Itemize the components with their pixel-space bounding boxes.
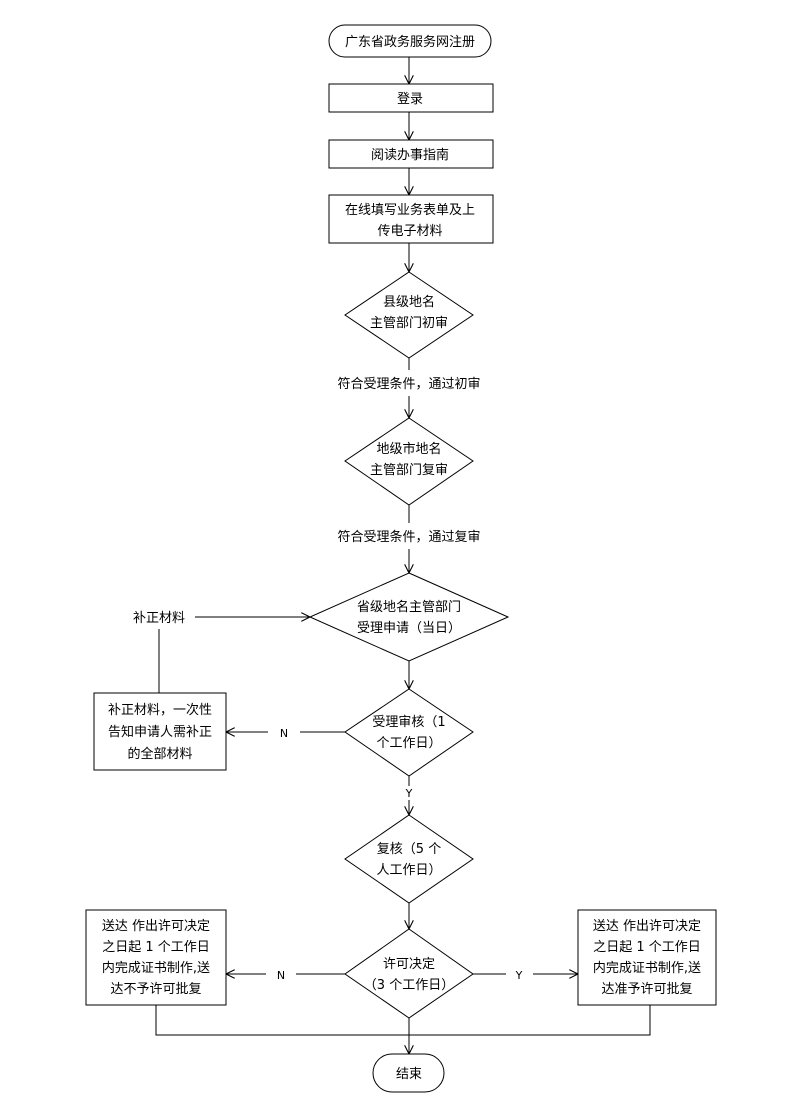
deliver-reject-line-3: 内完成证书制作,送 [102,960,210,976]
node-city-review: 地级市地名 主管部门复审 [344,417,474,506]
register-text: 广东省政务服务网注册 [345,34,475,50]
fill-form-line-2: 传电子材料 [377,224,442,239]
line-approve-down [409,1005,651,1036]
decision-n-label: N [277,969,285,982]
pass-review-label: 符合受理条件，通过复审 [337,529,480,545]
node-login: 登录 [328,83,494,113]
accept-check-line-2: 个工作日） [376,736,441,751]
deliver-reject-line-1: 送达 作出许可决定 [102,919,210,934]
node-accept-check: 受理审核（1 个工作日） [344,688,474,777]
supplement-notice-line-3: 的全部材料 [127,746,192,762]
pass-initial-label: 符合受理条件，通过初审 [337,376,480,392]
node-decision: 许可决定 （3 个工作日） [344,928,474,1019]
node-end: 结束 [372,1053,445,1093]
decision-line-2: （3 个工作日） [364,978,454,993]
connectors [155,57,651,1054]
supplement-notice-line-2: 告知申请人需补正 [108,724,212,740]
line-reject-down [155,1005,409,1036]
fill-form-line-1: 在线填写业务表单及上 [345,202,475,218]
recheck-line-1: 复核（5 个 [377,842,441,857]
node-supplement-notice: 补正材料，一次性 告知申请人需补正 的全部材料 [93,692,227,771]
node-register: 广东省政务服务网注册 [328,24,492,58]
province-accept-line-2: 受理申请（当日） [357,621,461,636]
recheck-line-2: 人工作日） [376,863,441,878]
county-review-line-2: 主管部门初审 [370,316,448,331]
node-deliver-approve: 送达 作出许可决定 之日起 1 个工作日 内完成证书制作,送 达准予许可批复 [577,909,717,1006]
supplement-notice-line-1: 补正材料，一次性 [108,702,212,718]
deliver-approve-line-1: 送达 作出许可决定 [593,919,701,934]
node-deliver-reject: 送达 作出许可决定 之日起 1 个工作日 内完成证书制作,送 达不予许可批复 [85,909,227,1006]
deliver-reject-line-2: 之日起 1 个工作日 [102,940,210,955]
node-fill-form: 在线填写业务表单及上 传电子材料 [328,194,494,244]
supplement-label: 补正材料 [133,611,185,626]
deliver-approve-line-3: 内完成证书制作,送 [593,960,701,976]
node-recheck: 复核（5 个 人工作日） [344,814,474,904]
end-text: 结束 [396,1067,422,1082]
accept-y-label: Y [405,787,413,800]
node-province-accept: 省级地名主管部门 受理申请（当日） [308,572,510,662]
decision-line-1: 许可决定 [383,957,435,972]
login-text: 登录 [397,92,423,107]
decision-y-label: Y [515,969,523,982]
city-review-line-2: 主管部门复审 [370,463,448,478]
read-guide-text: 阅读办事指南 [371,147,449,163]
city-review-line-1: 地级市地名 [376,441,441,457]
accept-n-label: N [280,727,288,740]
deliver-approve-line-4: 达准予许可批复 [601,982,692,997]
deliver-approve-line-2: 之日起 1 个工作日 [593,940,701,955]
county-review-line-1: 县级地名 [383,294,435,310]
deliver-reject-line-4: 达不予许可批复 [110,982,201,997]
node-county-review: 县级地名 主管部门初审 [344,271,474,359]
node-read-guide: 阅读办事指南 [328,139,494,169]
province-accept-line-1: 省级地名主管部门 [357,599,461,615]
accept-check-line-1: 受理审核（1 [372,715,445,730]
